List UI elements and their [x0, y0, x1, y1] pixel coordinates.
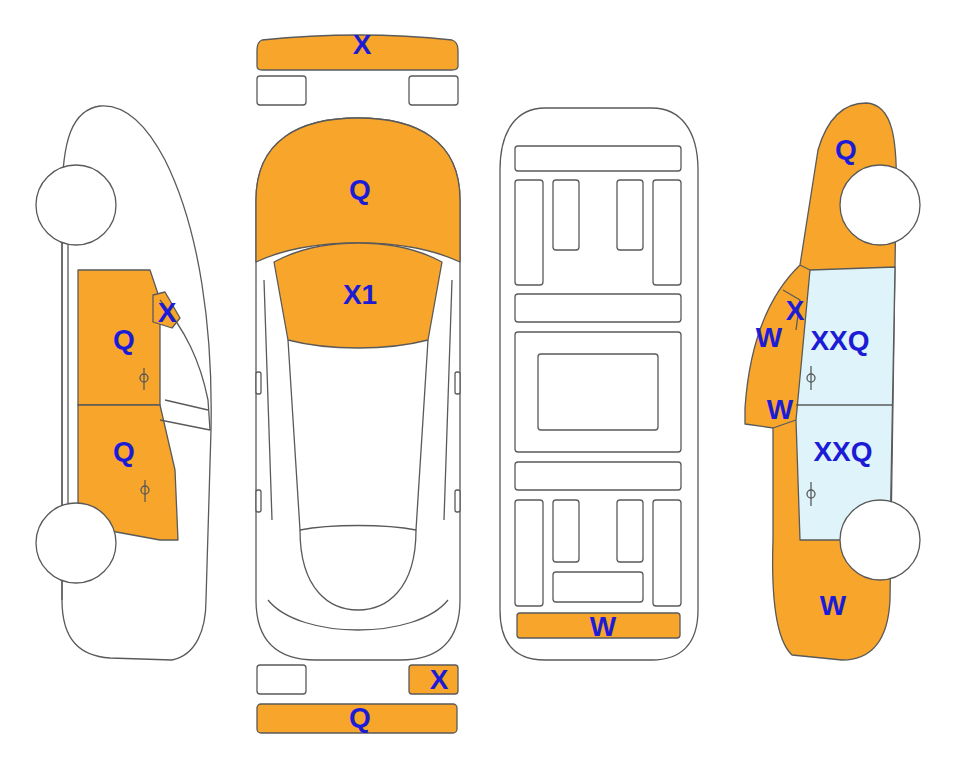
car-outline-part — [810, 482, 811, 506]
damage-code: Q — [835, 136, 857, 164]
damage-code: Q — [349, 176, 371, 204]
car-outline-part — [264, 280, 452, 630]
car-outline-part — [288, 340, 428, 530]
damage-code: X — [430, 666, 449, 694]
car-outline-part — [143, 368, 144, 390]
damage-code: W — [820, 592, 846, 620]
underbody-part — [553, 500, 579, 562]
damage-code: W — [590, 613, 616, 641]
left-side-view — [36, 106, 211, 660]
underbody-part — [553, 180, 579, 250]
car-outline-part — [455, 490, 460, 512]
car-outline-part — [409, 665, 458, 694]
car-outline-part — [810, 366, 811, 390]
car-outline-part — [165, 400, 208, 410]
car-outline-part — [256, 372, 261, 394]
damage-code: Q — [113, 326, 135, 354]
car-outline-part — [409, 76, 458, 105]
damage-code: X — [353, 31, 372, 59]
underbody-view — [500, 108, 698, 660]
car-outline-part — [257, 704, 457, 733]
car-outline-part — [36, 35, 920, 733]
damage-code: Q — [113, 438, 135, 466]
damage-code: X1 — [343, 281, 377, 309]
underbody-part — [515, 146, 681, 171]
car-outline-part — [257, 76, 306, 105]
right-side-view — [745, 103, 920, 660]
car-outline-part — [274, 243, 442, 348]
underbody-part — [538, 354, 658, 430]
car-outline-part — [144, 480, 145, 502]
damage-code: W — [756, 324, 782, 352]
underbody-part — [553, 572, 643, 602]
underbody-part — [500, 108, 698, 660]
car-outline-part — [796, 267, 895, 540]
car-outline-part — [78, 270, 160, 405]
car-outline-part — [153, 292, 180, 328]
car-outline-part — [300, 530, 416, 610]
top-view — [256, 35, 460, 733]
car-outline-part — [796, 404, 893, 405]
car-outline-part — [256, 118, 460, 262]
damage-code: XXQ — [813, 438, 872, 466]
underbody-part — [515, 294, 681, 322]
underbody-part — [653, 180, 681, 285]
damage-code: W — [767, 396, 793, 424]
underbody-part — [515, 462, 681, 490]
car-outline-part — [257, 665, 306, 694]
damage-code: X — [158, 299, 177, 327]
underbody-part — [515, 180, 543, 285]
car-outline-part — [36, 503, 116, 583]
underbody-part — [617, 180, 643, 250]
car-outline-part — [36, 165, 116, 245]
damage-code: Q — [349, 704, 371, 732]
car-outline-part — [256, 118, 460, 660]
damage-code: X — [786, 297, 805, 325]
underbody-part — [653, 500, 681, 606]
car-outline-part — [840, 500, 920, 580]
underbody-part — [617, 500, 643, 562]
underbody-part — [515, 500, 543, 606]
damage-code: XXQ — [810, 327, 869, 355]
underbody-part — [515, 332, 681, 452]
car-outline-part — [840, 165, 920, 245]
car-outline-part — [256, 490, 261, 512]
car-outline-part — [455, 372, 460, 394]
